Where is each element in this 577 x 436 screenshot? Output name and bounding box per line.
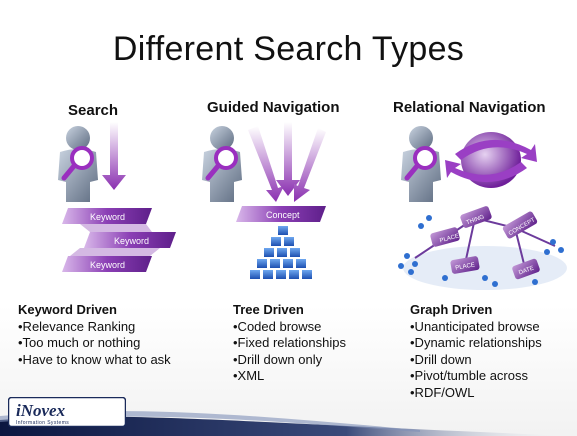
logo-subtitle: Information Systems (16, 420, 69, 426)
guided-navigation-figure: Concept (202, 122, 326, 279)
list-title: Keyword Driven (18, 302, 117, 317)
list-item: •XML (233, 368, 265, 383)
list-item: •Have to know what to ask (18, 351, 171, 367)
person-magnifier-icon (202, 126, 242, 202)
list-item: •Drill down (410, 351, 472, 367)
column-heading-relational-navigation: Relational Navigation (393, 99, 546, 116)
list-item: •RDF/OWL (410, 384, 475, 400)
keyword-driven-list: Keyword Driven •Relevance Ranking •Too m… (18, 302, 171, 368)
rotating-arrows-icon (445, 132, 537, 188)
list-item: •Coded browse (233, 318, 322, 334)
graph-driven-list: Graph Driven •Unanticipated browse •Dyna… (410, 302, 542, 401)
slide-title: Different Search Types (112, 30, 465, 68)
column-heading-search: Search (68, 102, 119, 119)
tree-driven-list: Tree Driven •Coded browse •Fixed relatio… (233, 302, 346, 385)
list-item: •Drill down only (233, 351, 323, 367)
concept-box: Concept (266, 210, 300, 220)
graph-node-date: DATE (518, 265, 535, 276)
person-magnifier-icon (401, 126, 441, 202)
list-title: Tree Driven (233, 302, 304, 317)
graph-node-place: PLACE (439, 233, 460, 244)
list-item: •Relevance Ranking (18, 318, 136, 334)
inovex-logo: iNovex Information Systems (8, 397, 126, 427)
list-item: •Dynamic relationships (410, 335, 542, 350)
list-item: •Fixed relationships (233, 335, 346, 350)
person-magnifier-icon (58, 126, 98, 202)
relational-navigation-figure: PLACE THING CONCEPT PLACE DATE (398, 126, 567, 290)
list-item: •Pivot/tumble across (410, 368, 528, 383)
keyword-box-2: Keyword (114, 236, 149, 246)
logo-wordmark: iNovex (16, 401, 66, 420)
search-figure: Keyword Keyword Keyword (58, 122, 176, 272)
pyramid-icon (250, 226, 312, 279)
graph-network-icon: PLACE THING CONCEPT PLACE DATE (398, 206, 567, 290)
list-item: •Too much or nothing (18, 335, 141, 350)
list-item: •Unanticipated browse (410, 318, 540, 334)
keyword-box-1: Keyword (90, 212, 125, 222)
down-arrow-icon (102, 122, 126, 190)
list-title: Graph Driven (410, 302, 493, 317)
converging-arrows-icon (248, 122, 326, 202)
keyword-box-3: Keyword (90, 260, 125, 270)
graph-node-place-2: PLACE (455, 262, 475, 271)
column-heading-guided-navigation: Guided Navigation (207, 99, 340, 116)
